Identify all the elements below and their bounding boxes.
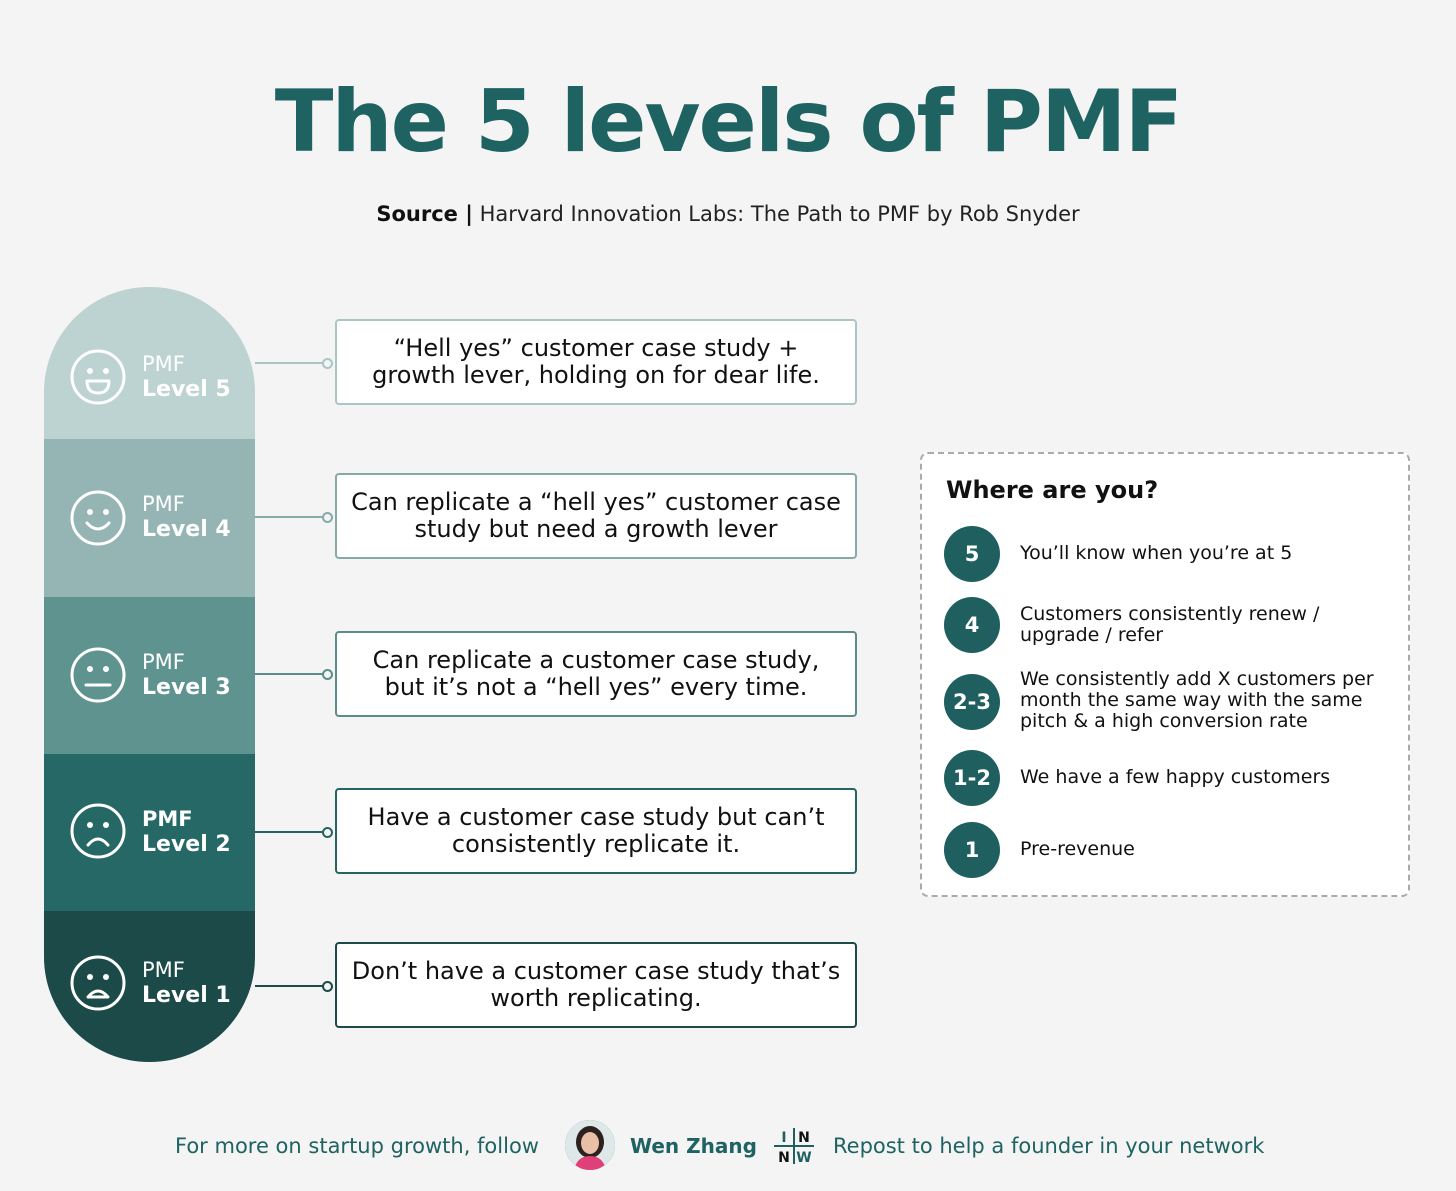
where-are-you-box: Where are you? 5 You’ll know when you’re… (920, 452, 1410, 897)
level-badge: 4 (944, 597, 1000, 653)
level-2-card: Have a customer case study but can’t con… (335, 788, 857, 874)
repost-text: Repost to help a founder in your network (833, 1134, 1265, 1158)
where-item-text: Customers consistently renew / upgrade /… (1020, 603, 1320, 646)
where-item-text: We consistently add X customers per mont… (1020, 668, 1374, 732)
smile-face-icon (70, 490, 126, 546)
where-title: Where are you? (946, 476, 1159, 504)
level-1-card: Don’t have a customer case study that’s … (335, 942, 857, 1028)
frown-face-icon (70, 803, 126, 859)
source-line: Source | Harvard Innovation Labs: The Pa… (0, 202, 1456, 226)
where-item-text: We have a few happy customers (1020, 766, 1331, 788)
level-3-card: Can replicate a customer case study, but… (335, 631, 857, 717)
level-badge: 2-3 (944, 674, 1000, 730)
level-3-connector (255, 668, 333, 680)
page-title: The 5 levels of PMF (274, 72, 1184, 172)
level-5-connector (255, 357, 333, 369)
avatar[interactable] (565, 1120, 615, 1170)
svg-text:W: W (796, 1150, 811, 1166)
author-name[interactable]: Wen Zhang (630, 1134, 757, 1158)
level-badge: 1 (944, 822, 1000, 878)
level-4-connector (255, 511, 333, 523)
follow-text: For more on startup growth, follow (175, 1134, 539, 1158)
level-5-card: “Hell yes” customer case study + growth … (335, 319, 857, 405)
level-1-connector (255, 980, 333, 992)
level-badge: 5 (944, 526, 1000, 582)
level-badge: 1-2 (944, 750, 1000, 806)
sad-face-icon (70, 955, 126, 1011)
innw-logo-icon: I N N W (774, 1128, 814, 1166)
level-2-connector (255, 826, 333, 838)
footer: For more on startup growth, follow Wen Z… (0, 1118, 1456, 1178)
where-item-text: Pre-revenue (1020, 838, 1135, 860)
svg-text:I: I (781, 1130, 786, 1146)
source-label: Source | (376, 202, 473, 226)
neutral-face-icon (70, 647, 126, 703)
svg-text:N: N (778, 1150, 790, 1166)
level-4-card: Can replicate a “hell yes” customer case… (335, 473, 857, 559)
svg-text:N: N (798, 1130, 810, 1146)
where-item-text: You’ll know when you’re at 5 (1020, 542, 1293, 564)
big-smile-face-icon (70, 349, 126, 405)
source-text: Harvard Innovation Labs: The Path to PMF… (479, 202, 1080, 226)
